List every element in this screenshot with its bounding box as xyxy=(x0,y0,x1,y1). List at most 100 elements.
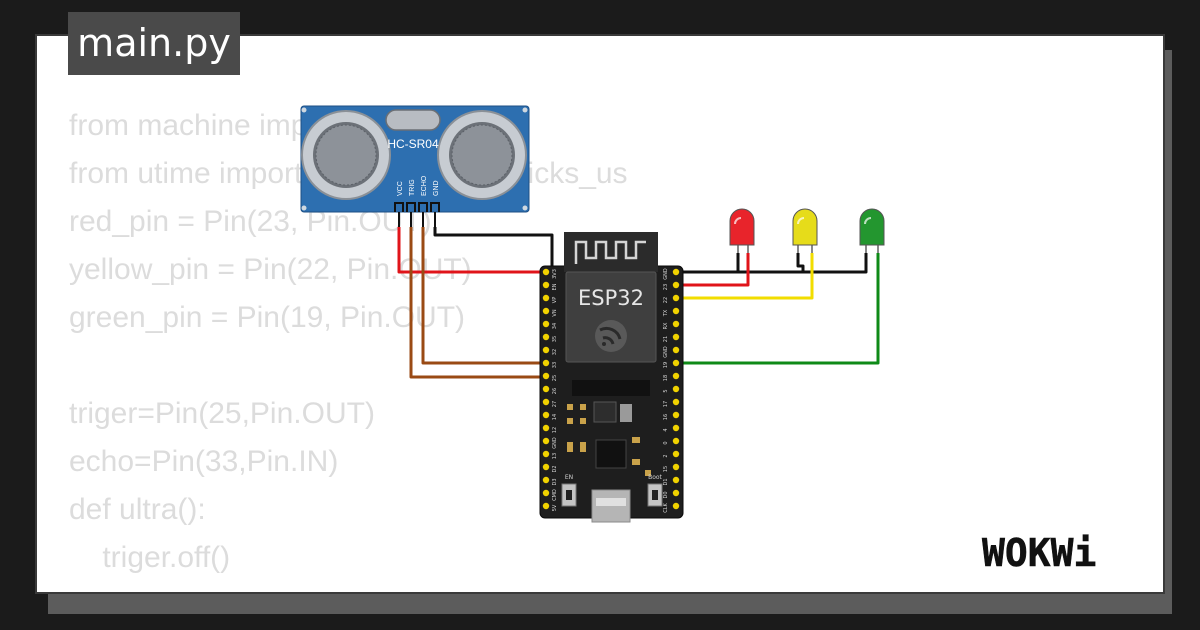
sensor-pin-gnd: GND xyxy=(433,180,440,196)
header-pin[interactable] xyxy=(542,385,550,393)
transducer-left xyxy=(301,110,391,200)
header-pin[interactable] xyxy=(542,463,550,471)
header-pin[interactable] xyxy=(542,320,550,328)
header-pin[interactable] xyxy=(672,502,680,510)
led-yellow[interactable] xyxy=(792,208,818,253)
esp32-board[interactable]: ESP32 EN Boot xyxy=(539,232,684,523)
board-smd-parts xyxy=(567,404,651,476)
pin-label: D2 xyxy=(552,465,558,472)
header-pin[interactable] xyxy=(542,268,550,276)
pin-label: 16 xyxy=(663,414,669,420)
header-pin[interactable] xyxy=(672,359,680,367)
header-pin[interactable] xyxy=(542,346,550,354)
pin-label: GND xyxy=(663,268,669,280)
pin-label: 22 xyxy=(663,297,669,303)
pin-label: 0 xyxy=(663,441,669,444)
sensor-pin-trig: TRIG xyxy=(409,179,416,196)
header-pin[interactable] xyxy=(542,424,550,432)
pin-label: CLK xyxy=(663,503,669,513)
header-pin[interactable] xyxy=(672,320,680,328)
pin-label: GND xyxy=(663,346,669,358)
header-pin[interactable] xyxy=(542,489,550,497)
header-pin[interactable] xyxy=(672,385,680,393)
sensor-header-pins xyxy=(394,202,440,227)
header-pin[interactable] xyxy=(672,268,680,276)
header-pin[interactable] xyxy=(542,359,550,367)
led-green[interactable] xyxy=(859,208,885,253)
wokwi-logo-text: WOKWi xyxy=(982,531,1096,575)
header-pin[interactable] xyxy=(672,281,680,289)
sensor-pin-echo: ECHO xyxy=(421,175,428,196)
header-pin[interactable] xyxy=(542,372,550,380)
header-pin[interactable] xyxy=(672,476,680,484)
header-pin[interactable] xyxy=(672,411,680,419)
header-pin[interactable] xyxy=(542,450,550,458)
wire-yellow-led xyxy=(676,253,814,300)
pin-label: 26 xyxy=(552,388,558,394)
file-tab-main-py[interactable]: main.py xyxy=(68,12,240,75)
sensor-pin-vcc: VCC xyxy=(397,181,404,196)
pin-label: 4 xyxy=(663,428,669,431)
boot-button-label: Boot xyxy=(648,474,662,481)
pin-label: 5V xyxy=(552,504,558,511)
pin-label: 18 xyxy=(663,375,669,381)
header-pin[interactable] xyxy=(542,294,550,302)
header-pin[interactable] xyxy=(672,307,680,315)
led-red[interactable] xyxy=(729,208,755,253)
pin-label: 32 xyxy=(552,349,558,355)
header-pin[interactable] xyxy=(542,437,550,445)
header-pin[interactable] xyxy=(542,398,550,406)
pin-label: 5 xyxy=(663,389,669,392)
usb-port xyxy=(591,489,631,523)
pin-label: 25 xyxy=(552,375,558,381)
pin-label: 34 xyxy=(552,323,558,329)
pin-label: RX xyxy=(663,322,669,329)
pin-label: 2 xyxy=(663,454,669,457)
code-line: green_pin = Pin(19, Pin.OUT) xyxy=(69,301,466,334)
pin-label: 33 xyxy=(552,362,558,368)
pin-label: EN xyxy=(552,283,558,290)
header-pin[interactable] xyxy=(672,424,680,432)
pin-label: 12 xyxy=(552,427,558,433)
pin-label: D0 xyxy=(663,491,669,498)
header-pin[interactable] xyxy=(542,307,550,315)
header-pin[interactable] xyxy=(542,476,550,484)
pin-label: 17 xyxy=(663,401,669,407)
header-pin[interactable] xyxy=(542,333,550,341)
boot-button[interactable]: Boot xyxy=(647,474,663,507)
header-pin[interactable] xyxy=(672,450,680,458)
header-pin[interactable] xyxy=(672,463,680,471)
code-line: sleep_us(2) xyxy=(69,582,628,592)
pin-label: 15 xyxy=(663,466,669,472)
wire-gnd xyxy=(433,227,554,272)
pin-label: D1 xyxy=(663,478,669,485)
header-pin[interactable] xyxy=(672,294,680,302)
header-pin[interactable] xyxy=(672,333,680,341)
header-pin[interactable] xyxy=(672,346,680,354)
code-line: triger.off() xyxy=(69,541,231,574)
pin-label: 21 xyxy=(663,336,669,342)
transducer-right xyxy=(437,110,527,200)
pin-label: 3V3 xyxy=(552,269,558,279)
code-line: echo=Pin(33,Pin.IN) xyxy=(69,445,339,478)
espressif-logo-icon xyxy=(595,320,627,352)
header-pin[interactable] xyxy=(542,411,550,419)
wire-green-led xyxy=(676,253,880,365)
header-pin[interactable] xyxy=(672,437,680,445)
header-pin[interactable] xyxy=(542,502,550,510)
wire-vcc xyxy=(397,227,546,274)
en-button[interactable]: EN xyxy=(561,474,577,507)
header-pin[interactable] xyxy=(672,489,680,497)
header-pin[interactable] xyxy=(672,372,680,380)
pin-label: 23 xyxy=(663,284,669,290)
wire-red-led xyxy=(676,253,750,287)
pin-label: VN xyxy=(552,309,558,316)
hc-sr04-sensor[interactable]: HC-SR04 VCC TRIG ECHO GND xyxy=(300,105,530,227)
header-pin[interactable] xyxy=(542,281,550,289)
pin-label: 35 xyxy=(552,336,558,342)
header-pin[interactable] xyxy=(672,398,680,406)
pin-label: 19 xyxy=(663,362,669,368)
code-line: yellow_pin = Pin(22, Pin.OUT) xyxy=(69,253,472,286)
pin-label: VP xyxy=(552,297,558,303)
pin-label: D3 xyxy=(552,478,558,485)
